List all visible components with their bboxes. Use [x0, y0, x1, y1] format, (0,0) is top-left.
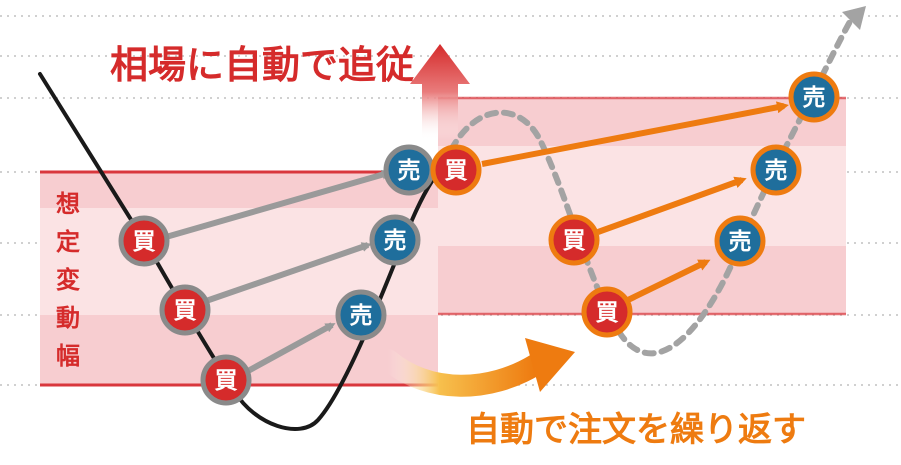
range-label-char: 想: [56, 190, 80, 218]
repeat-title: 自動で注文を繰り返す: [466, 410, 806, 450]
dashed-up-arrow-icon: [842, 6, 866, 30]
buy-badge-label: 買: [445, 158, 468, 184]
buy-badge: 買: [118, 215, 170, 267]
sell-badge: 売: [750, 144, 802, 196]
range-label-char: 変: [56, 266, 80, 294]
sell-badge: 売: [369, 214, 421, 266]
buy-badge: 買: [581, 286, 633, 338]
arrow-right-icon: [377, 338, 575, 397]
buy-badge-label: 買: [174, 298, 197, 324]
sell-badge-label: 売: [350, 303, 373, 329]
left-range-band: [40, 170, 438, 387]
arrow-up-icon: [410, 44, 470, 140]
sell-badge: 売: [788, 71, 840, 123]
sell-badge: 売: [335, 289, 387, 341]
buy-badge-label: 買: [563, 228, 586, 254]
buy-badge: 買: [548, 214, 600, 266]
follow-title: 相場に自動で追従: [110, 43, 414, 87]
sell-badge-label: 売: [384, 228, 407, 254]
orange-order-arrows: [481, 101, 789, 303]
buy-badge-label: 買: [596, 300, 619, 326]
sell-badge: 売: [383, 144, 435, 196]
buy-badge: 買: [430, 144, 482, 196]
buy-badge-label: 買: [133, 229, 156, 255]
price-curve: [38, 72, 446, 431]
sell-badge-label: 売: [729, 229, 752, 255]
sell-badge-label: 売: [398, 158, 421, 184]
gray-order-arrows: [165, 169, 392, 374]
buy-badge: 買: [159, 284, 211, 336]
buy-badge-label: 買: [215, 368, 238, 394]
sell-badge: 売: [714, 215, 766, 267]
sell-badge-label: 売: [765, 158, 788, 184]
sell-badge-label: 売: [803, 85, 826, 111]
range-label-char: 動: [56, 304, 80, 332]
buy-badge: 買: [200, 354, 252, 406]
range-label: 想 定 変 動 幅: [56, 190, 80, 370]
range-label-char: 幅: [56, 342, 80, 370]
right-range-band: [438, 96, 846, 316]
range-label-char: 定: [56, 228, 80, 256]
